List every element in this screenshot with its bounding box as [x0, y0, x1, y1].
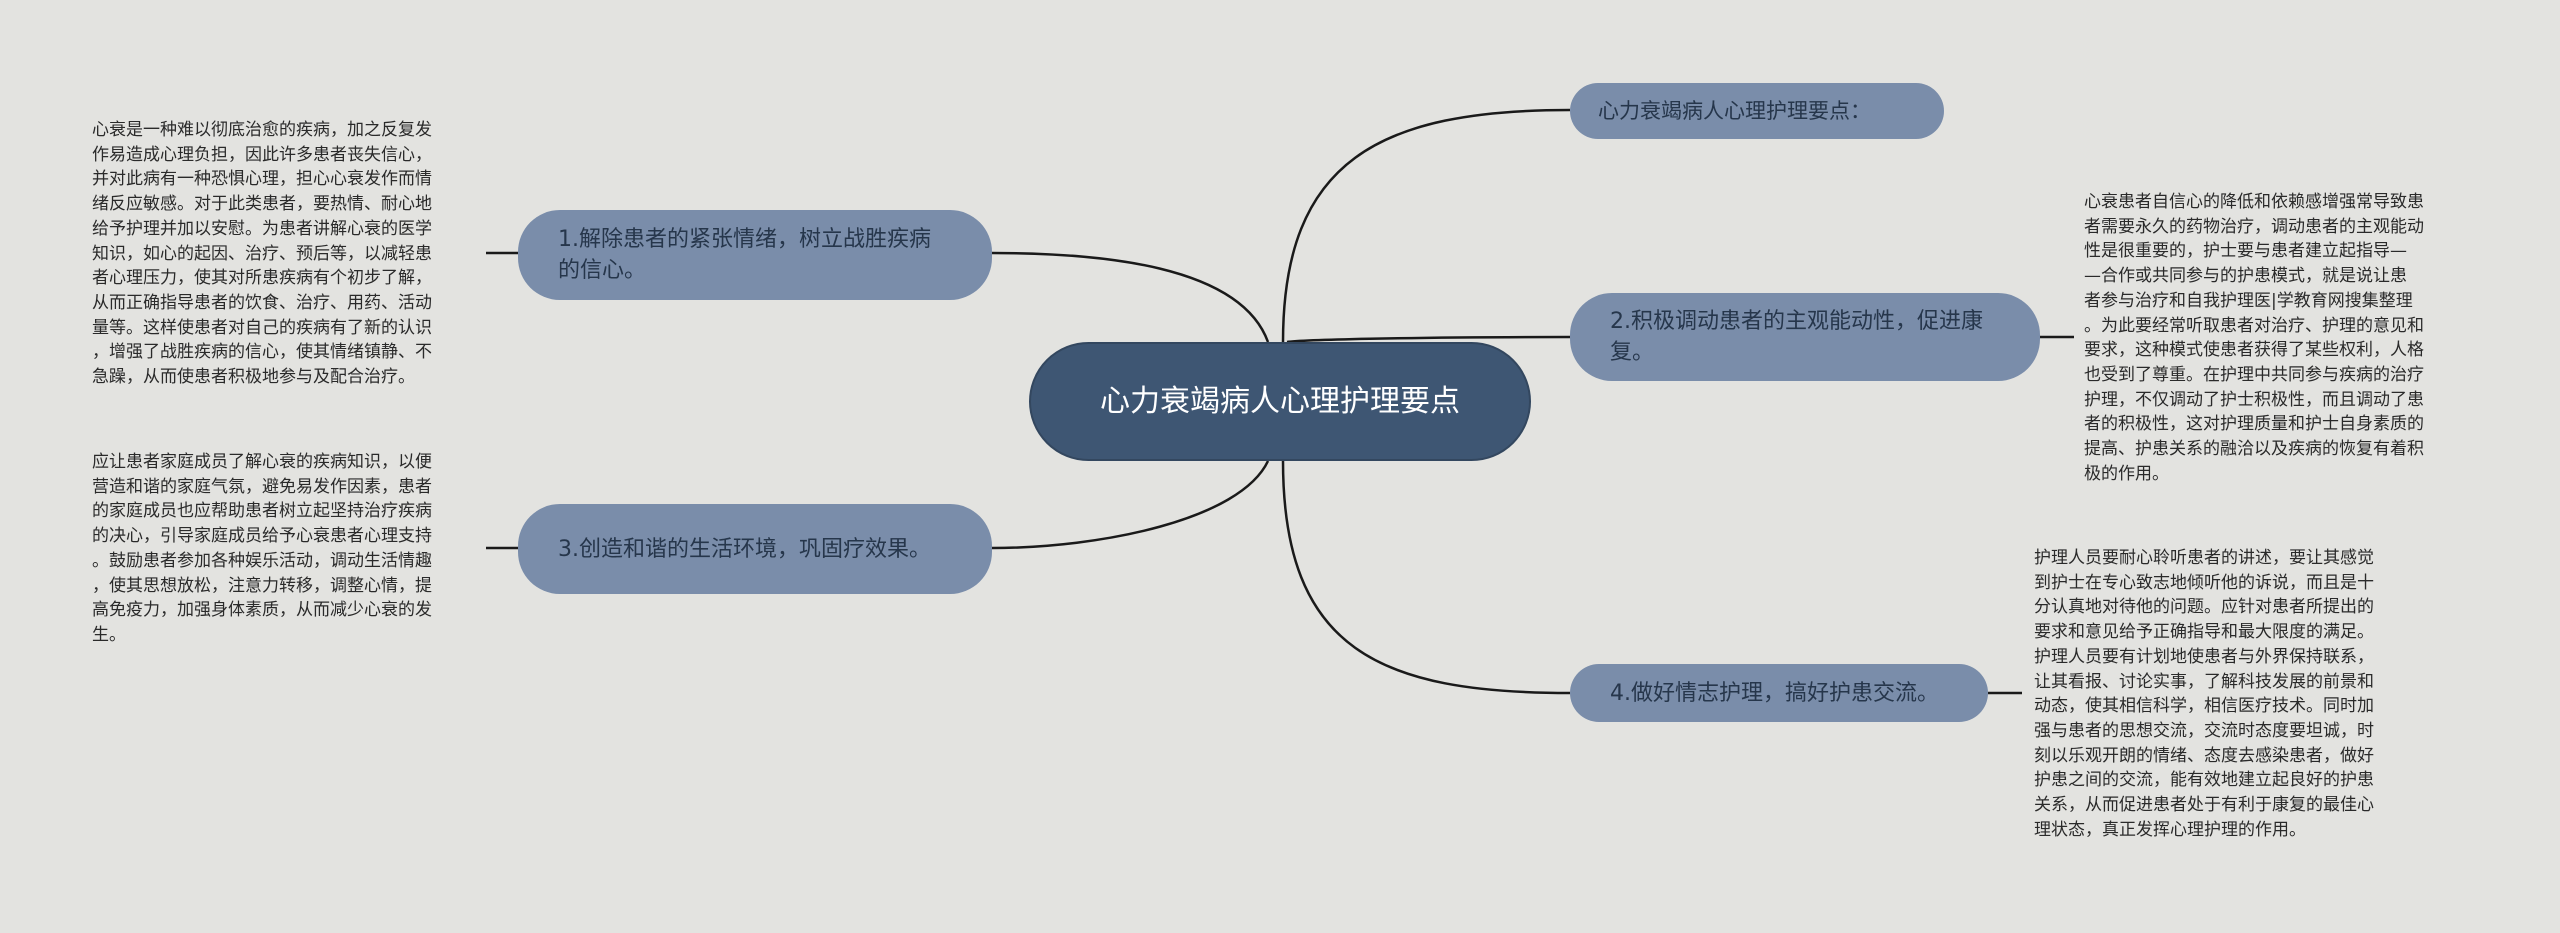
- branch-node-environment[interactable]: 3.创造和谐的生活环境，巩固疗效果。: [518, 504, 992, 594]
- branch-label: 心力衰竭病人心理护理要点：: [1598, 98, 1871, 123]
- branch-label: 1.解除患者的紧张情绪，树立战胜疾病的信心。: [558, 227, 931, 283]
- branch-label: 2.积极调动患者的主观能动性，促进康复。: [1610, 309, 1983, 365]
- central-topic-label: 心力衰竭病人心理护理要点: [1100, 384, 1460, 419]
- connector-central-branch3: [991, 460, 1270, 550]
- leaf-text-environment: 应让患者家庭成员了解心衰的疾病知识，以便 营造和谐的家庭气氛，避免易发作因素，患…: [92, 452, 432, 645]
- branch-node-relieve-tension[interactable]: 1.解除患者的紧张情绪，树立战胜疾病的信心。: [518, 210, 992, 300]
- branch-node-summary[interactable]: 心力衰竭病人心理护理要点：: [1570, 83, 1944, 139]
- branch-node-initiative[interactable]: 2.积极调动患者的主观能动性，促进康复。: [1570, 293, 2040, 381]
- branch-label: 4.做好情志护理，搞好护患交流。: [1610, 680, 1939, 706]
- leaf-text-initiative: 心衰患者自信心的降低和依赖感增强常导致患 者需要永久的药物治疗，调动患者的主观能…: [2084, 192, 2424, 484]
- leaf-text-relieve-tension: 心衰是一种难以彻底治愈的疾病，加之反复发 作易造成心理负担，因此许多患者丧失信心…: [92, 120, 432, 388]
- leaf-text-communication: 护理人员要耐心聆听患者的讲述，要让其感觉 到护士在专心致志地倾听他的诉说，而且是…: [2034, 548, 2374, 840]
- connector-central-branch4: [1281, 460, 1571, 695]
- central-topic[interactable]: 心力衰竭病人心理护理要点: [1029, 342, 1531, 461]
- branch-label: 3.创造和谐的生活环境，巩固疗效果。: [558, 536, 931, 562]
- connector-central-branch0: [1281, 108, 1571, 343]
- connector-central-branch1: [991, 251, 1270, 343]
- branch-node-communication[interactable]: 4.做好情志护理，搞好护患交流。: [1570, 664, 1988, 722]
- connector-central-branch2: [1286, 335, 1571, 344]
